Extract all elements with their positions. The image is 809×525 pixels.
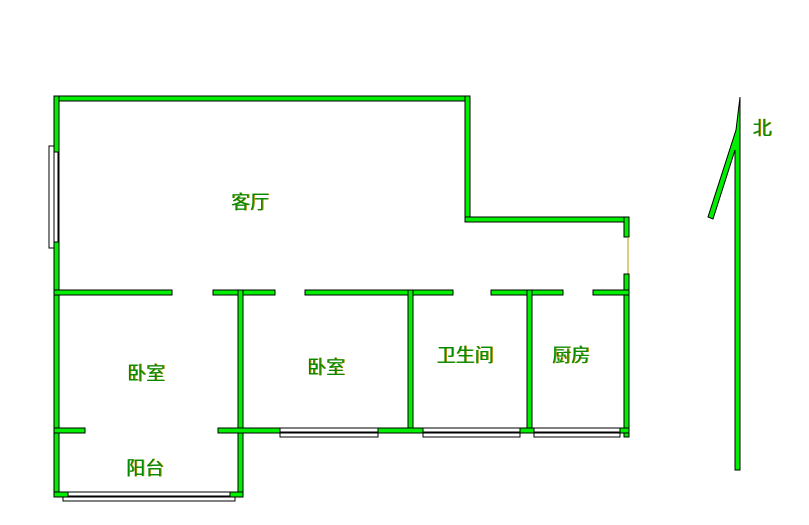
room-label-bedroom-2: 卧室 [306, 356, 346, 379]
room-label-bathroom: 卫生间 [436, 344, 494, 367]
wall-mid-1 [53, 289, 173, 296]
wall-balcony-divider [53, 427, 86, 434]
wall-mid-5 [592, 289, 630, 296]
window-frame [279, 427, 379, 433]
room-label-bedroom-1: 卧室 [126, 362, 166, 385]
wall-right-lower [623, 273, 630, 438]
room-label-balcony: 阳台 [125, 457, 165, 480]
window-frame [422, 427, 521, 433]
wall-mid-2 [212, 289, 276, 296]
room-label-kitchen: 厨房 [551, 344, 591, 367]
wall-mid-3 [304, 289, 454, 296]
wall-step-horizontal [464, 216, 630, 223]
window-frame [533, 427, 621, 433]
north-arrow-icon [707, 96, 741, 471]
wall-v-bath [407, 289, 414, 434]
room-label-living: 客厅 [230, 191, 270, 214]
wall-v-bedroom [237, 289, 244, 498]
window-frame [67, 491, 231, 497]
wall-v-kitchen [526, 289, 533, 434]
wall-right-upper [623, 216, 630, 238]
wall-step-vertical [464, 95, 471, 223]
wall-top [53, 95, 471, 102]
window-frame [53, 151, 59, 243]
north-label: 北 [752, 117, 772, 140]
